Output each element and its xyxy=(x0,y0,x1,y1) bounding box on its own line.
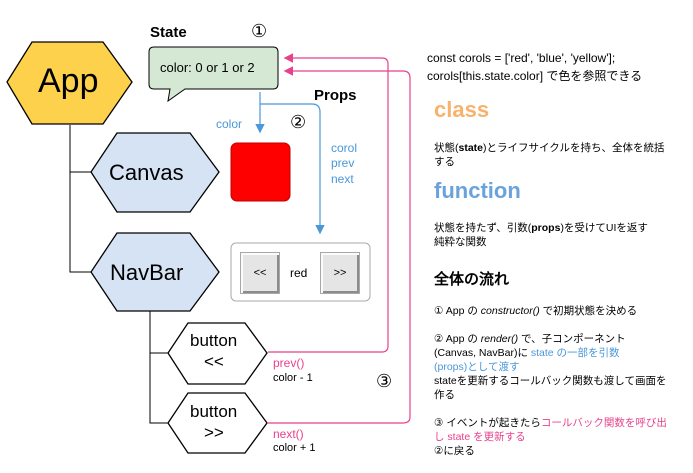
function-title: function xyxy=(434,178,521,203)
app-node-shape xyxy=(6,41,133,125)
callback-prev-name: prev() xyxy=(273,356,305,370)
marker-3: ③ xyxy=(376,371,393,391)
callback-next-arrow xyxy=(268,66,411,424)
tree-connectors xyxy=(69,125,172,424)
flow-title: 全体の流れ xyxy=(434,271,510,288)
class-title: class xyxy=(434,97,490,122)
class-description: 状態(state)とライフサイクルを持ち、全体を統括 する xyxy=(434,142,665,168)
app-node-label: App xyxy=(38,62,99,100)
props-color-label: color xyxy=(216,117,243,131)
flow-step-3: ③ イベントが起きたらコールバック関数を呼び出 し state を更新する ②に… xyxy=(434,417,667,457)
callback-prev-arrow xyxy=(268,53,389,353)
canvas-node-shape xyxy=(90,132,220,213)
callback-next-name: next() xyxy=(273,427,304,441)
button-next-node-shape xyxy=(167,392,268,454)
code-line-2: corols[this.state.color] で色を参照できる xyxy=(427,69,643,83)
preview-prev-key: << xyxy=(240,252,280,294)
marker-1: ① xyxy=(251,21,268,41)
code-line-1: const corols = ['red', 'blue', 'yellow']… xyxy=(427,51,616,65)
state-bubble-shape xyxy=(148,46,279,103)
preview-next-key: >> xyxy=(320,252,360,294)
button-prev-label-2: << xyxy=(204,352,224,371)
callback-next-action: color + 1 xyxy=(273,442,316,454)
button-prev-node-shape xyxy=(167,322,268,385)
state-value: color: 0 or 1 or 2 xyxy=(160,60,255,75)
props-list-item: next xyxy=(331,172,354,186)
callback-prev-action: color - 1 xyxy=(273,372,313,384)
marker-2: ② xyxy=(290,112,307,132)
navbar-node-shape xyxy=(90,232,220,312)
props-list-item: prev xyxy=(331,156,355,170)
button-next-label-2: >> xyxy=(204,423,224,442)
props-list-item: corol xyxy=(331,141,358,155)
function-description: 状態を持たず、引数(props)を受けてUIを返す 純粋な関数 xyxy=(434,222,648,248)
state-heading: State xyxy=(150,24,187,41)
navbar-node-label: NavBar xyxy=(110,260,184,285)
canvas-color-swatch xyxy=(230,142,291,202)
props-heading: Props xyxy=(314,87,357,104)
canvas-node-label: Canvas xyxy=(109,160,184,185)
props-navbar-arrow xyxy=(260,103,325,235)
preview-color-text: red xyxy=(290,266,308,280)
flow-step-2: ② App の render() で、子コンポーネント (Canvas, Nav… xyxy=(434,333,667,401)
button-next-label-1: button xyxy=(190,402,238,421)
button-prev-label-1: button xyxy=(190,331,238,350)
flow-step-1: ① App の constructor() で初期状態を決める xyxy=(434,305,638,317)
